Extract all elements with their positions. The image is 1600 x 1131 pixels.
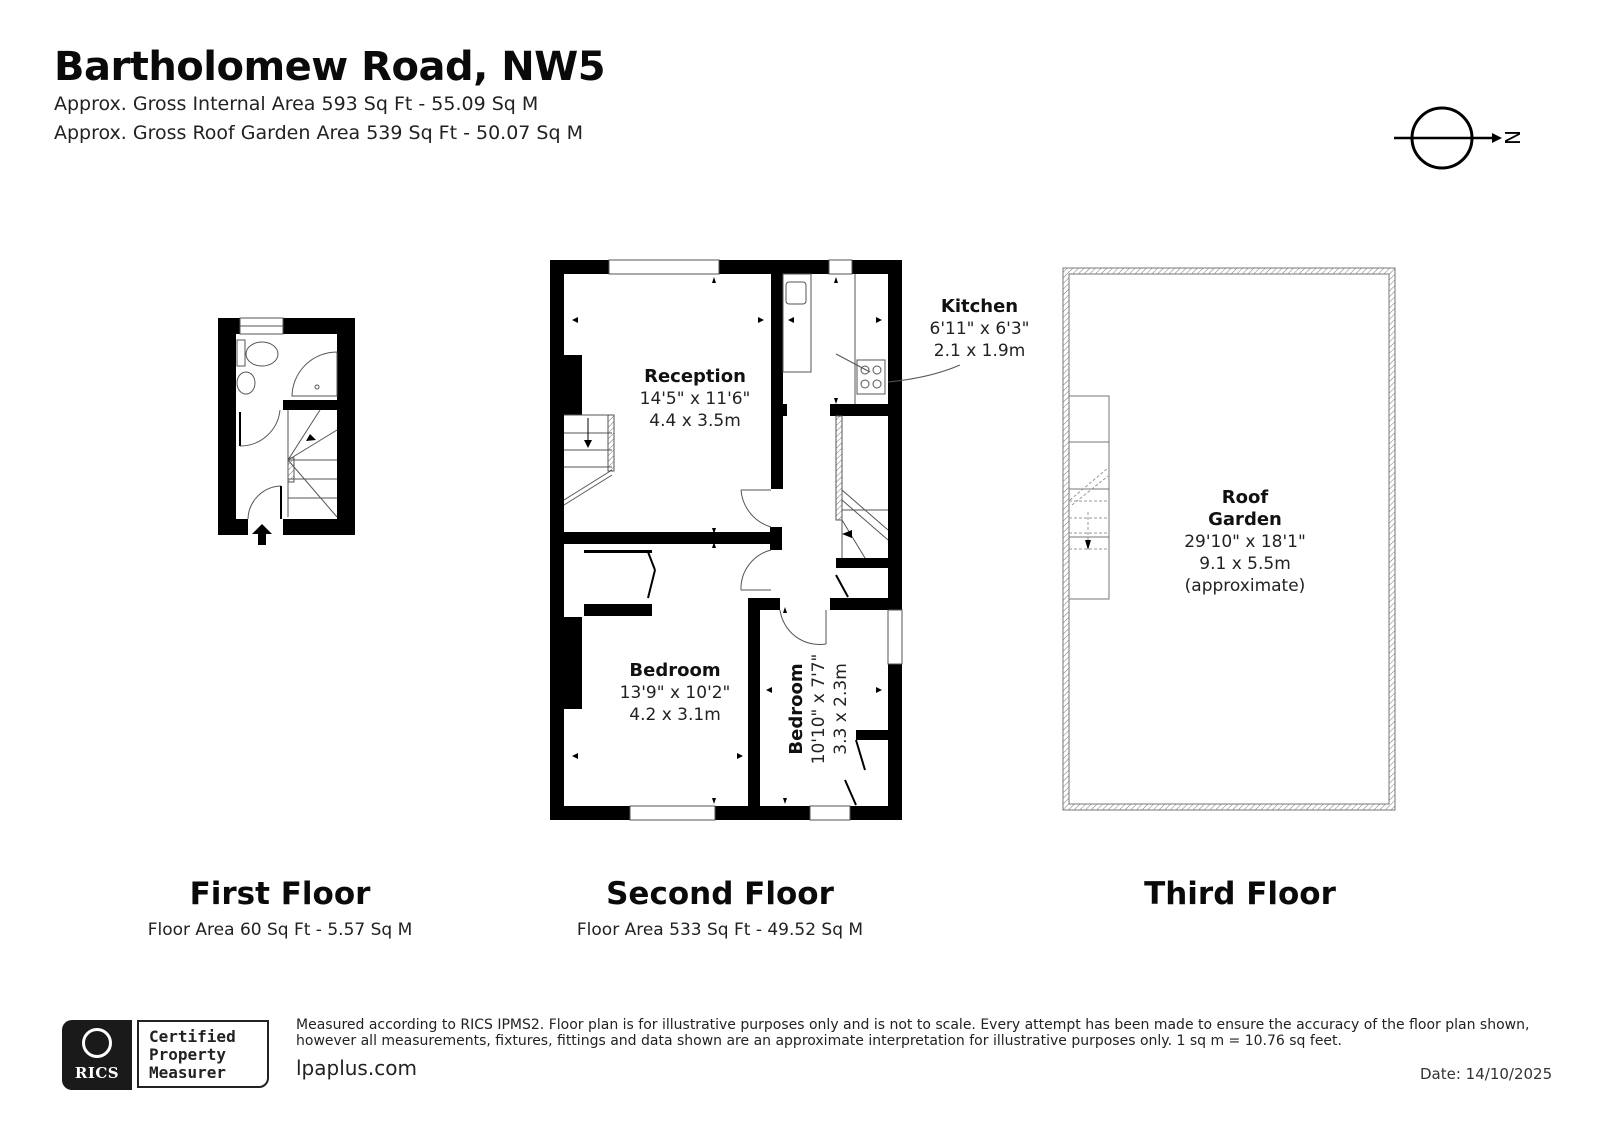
badge-line-3: Measurer <box>149 1063 227 1082</box>
compass-label: N <box>1500 130 1524 145</box>
room-name: Bedroom <box>629 660 721 681</box>
room-dim-metric: 2.1 x 1.9m <box>933 341 1026 361</box>
floor-area-first: Floor Area 60 Sq Ft - 5.57 Sq M <box>147 920 413 940</box>
floor-title-third: Third Floor <box>1144 876 1336 912</box>
room-dim-metric: 3.3 x 2.3m <box>831 663 851 755</box>
rics-logo: RICS <box>62 1020 132 1090</box>
room-dim-imperial: 13'9" x 10'2" <box>619 683 731 703</box>
badge-line-1: Certified <box>149 1027 236 1046</box>
room-name: Reception <box>644 366 746 387</box>
room-dim-metric: 4.2 x 3.1m <box>629 705 721 725</box>
room-name-line2: Garden <box>1208 509 1282 530</box>
room-dim-imperial: 14'5" x 11'6" <box>639 389 751 409</box>
plan-date: Date: 14/10/2025 <box>1420 1065 1553 1083</box>
room-dim-note: (approximate) <box>1184 576 1306 596</box>
room-name: Kitchen <box>940 296 1019 317</box>
room-dim-imperial: 29'10" x 18'1" <box>1184 532 1306 552</box>
badge-line-2: Property <box>149 1045 227 1064</box>
page-title: Bartholomew Road, NW5 <box>54 44 606 90</box>
floor-area-second: Floor Area 533 Sq Ft - 49.52 Sq M <box>576 920 864 940</box>
room-label-bedroom-1: Bedroom 13'9" x 10'2" 4.2 x 3.1m <box>600 660 750 726</box>
north-arrow-icon: N <box>1392 100 1532 175</box>
second-floor-plan <box>550 259 961 821</box>
room-name-line1: Roof <box>1221 487 1269 508</box>
room-name: Bedroom <box>786 663 807 755</box>
room-dim-imperial: 6'11" x 6'3" <box>929 319 1030 339</box>
room-label-roof-garden: Roof Garden 29'10" x 18'1" 9.1 x 5.5m (a… <box>1160 487 1330 597</box>
room-label-reception: Reception 14'5" x 11'6" 4.4 x 3.5m <box>620 366 770 432</box>
gross-internal-area: Approx. Gross Internal Area 593 Sq Ft - … <box>54 93 539 115</box>
room-dim-metric: 9.1 x 5.5m <box>1199 554 1291 574</box>
third-floor-plan <box>1062 267 1396 811</box>
lion-icon <box>82 1028 112 1058</box>
website-link[interactable]: lpaplus.com <box>296 1056 417 1080</box>
rics-wordmark: RICS <box>74 1064 120 1082</box>
room-label-kitchen: Kitchen 6'11" x 6'3" 2.1 x 1.9m <box>912 296 1047 362</box>
gross-roof-garden-area: Approx. Gross Roof Garden Area 539 Sq Ft… <box>54 122 583 144</box>
certified-property-measurer: Certified Property Measurer <box>137 1020 269 1088</box>
floor-title-second: Second Floor <box>606 876 834 912</box>
room-dim-imperial: 10'10" x 7'7" <box>809 653 829 765</box>
room-label-bedroom-2: Bedroom 10'10" x 7'7" 3.3 x 2.3m <box>786 634 852 784</box>
rics-certified-badge: RICS Certified Property Measurer <box>62 1020 272 1090</box>
room-dim-metric: 4.4 x 3.5m <box>649 411 741 431</box>
floor-title-first: First Floor <box>189 876 371 912</box>
first-floor-plan <box>218 317 355 545</box>
disclaimer-text: Measured according to RICS IPMS2. Floor … <box>296 1017 1530 1049</box>
